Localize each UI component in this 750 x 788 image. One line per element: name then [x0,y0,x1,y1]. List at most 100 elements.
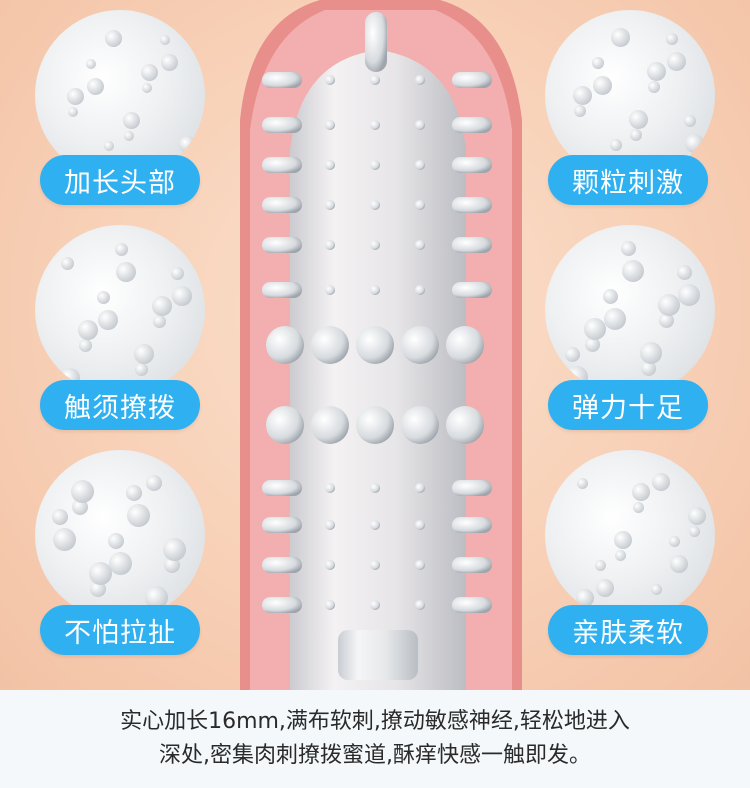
bump [415,160,425,170]
texture-bump [610,139,622,151]
spike [452,597,492,613]
texture-bump [667,52,686,71]
texture-bump [592,57,604,69]
spike [452,282,492,298]
texture-bump [615,550,626,561]
texture-bump [105,30,122,47]
texture-bump [621,241,636,256]
bump [446,326,484,364]
bump [370,520,380,530]
bump [415,120,425,130]
product-stage: 加长头部 触须撩拨 不怕拉扯 颗粒刺激 弹力十足 亲肤柔软 [0,0,750,690]
bump [415,200,425,210]
texture-bump [659,313,674,328]
feature-label-tear-resistant: 不怕拉扯 [40,605,200,655]
spike [452,237,492,253]
texture-bump [135,363,148,376]
texture-bump [116,262,136,282]
texture-bump [171,267,184,280]
feature-image-particles [545,10,715,180]
texture-bump [584,318,606,340]
texture-bump [678,284,700,306]
bump [325,200,335,210]
texture-bump [641,361,656,376]
description-line-2: 深处,密集肉刺撩拨蜜道,酥痒快感一触即发。 [159,743,591,768]
spike [262,517,302,533]
bump [370,560,380,570]
bump [401,326,439,364]
texture-bump [677,265,692,280]
texture-bump [595,560,606,571]
texture-bump [670,555,688,573]
texture-bump [648,81,660,93]
spike [452,517,492,533]
bump [415,600,425,610]
bump [370,285,380,295]
texture-bump [126,485,142,501]
texture-bump [72,499,88,515]
bump [415,285,425,295]
texture-bump [79,339,92,352]
spike [452,157,492,173]
texture-bump [652,473,670,491]
texture-bump [630,129,642,141]
texture-bump [669,536,680,547]
texture-bump [574,105,586,117]
description-line-1: 实心加长16mm,满布软刺,撩动敏感神经,轻松地进入 [120,709,630,734]
texture-bump [124,131,134,141]
texture-bump [71,480,94,503]
bump [415,483,425,493]
bump [325,160,335,170]
bump [325,600,335,610]
bump [325,520,335,530]
feature-label-elastic: 弹力十足 [548,380,708,430]
texture-bump [684,115,696,127]
feature-image-tentacles [35,225,205,395]
texture-bump [152,296,172,316]
bump [325,285,335,295]
texture-bump [611,28,630,47]
bump [325,483,335,493]
bump [415,240,425,250]
texture-bump [68,107,78,117]
bump [266,326,304,364]
texture-bump [593,76,612,95]
feature-image-extended-head [35,10,205,180]
bump [325,240,335,250]
texture-bump [577,478,588,489]
texture-bump [172,286,192,306]
bump [325,560,335,570]
spike [452,480,492,496]
texture-bump [163,538,186,561]
texture-bump [108,533,124,549]
spike [452,117,492,133]
texture-bump [78,320,98,340]
spike [452,557,492,573]
bump [370,160,380,170]
texture-bump [87,78,104,95]
bump [370,483,380,493]
texture-bump [614,531,632,549]
texture-bump [689,526,700,537]
texture-bump [604,308,626,330]
texture-bump [52,509,68,525]
texture-bump [647,62,666,81]
texture-bump [67,88,84,105]
texture-bump [576,589,594,607]
spike [262,282,302,298]
feature-label-tentacles: 触须撩拨 [40,380,200,430]
bump [415,75,425,85]
feature-image-elastic [545,225,715,395]
bump [325,120,335,130]
texture-bump [89,562,112,585]
bump [370,75,380,85]
texture-bump [573,86,592,105]
bump [446,406,484,444]
bump [311,406,349,444]
texture-bump [134,344,154,364]
texture-bump [658,294,680,316]
texture-bump [596,579,614,597]
texture-bump [50,25,60,35]
spike [262,117,302,133]
spike [452,72,492,88]
